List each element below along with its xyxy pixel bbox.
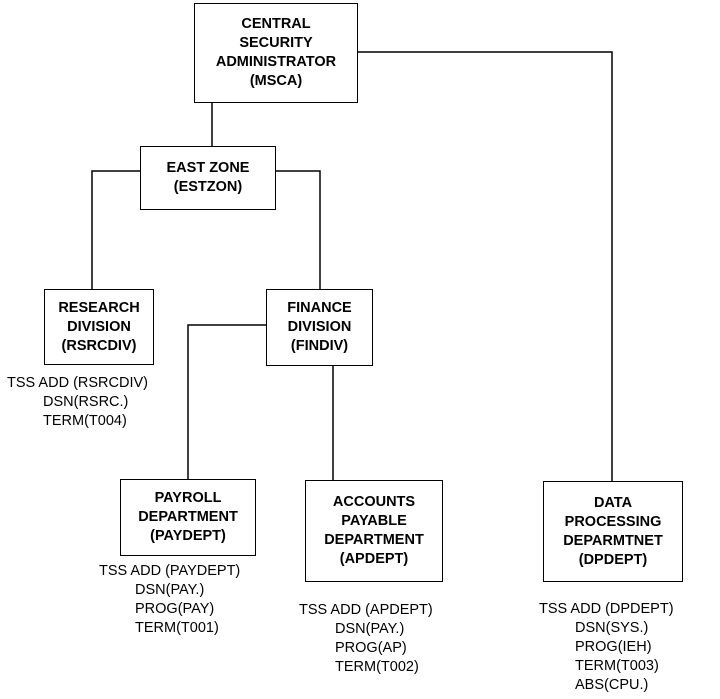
command-line: ABS(CPU.) [575,677,649,693]
command-line: DSN(RSRC.) [43,394,129,410]
node-apdept: ACCOUNTS PAYABLE DEPARTMENT (APDEPT) [305,480,443,582]
node-label: SECURITY [239,35,313,51]
command-line: TERM(T001) [135,620,219,636]
node-label: DIVISION [67,318,131,335]
node-label: DEPARTMENT [138,509,238,525]
command-line: PROG(AP) [335,640,407,656]
command-line: TSS ADD (APDEPT) [299,602,433,618]
commands-dpdept: TSS ADD (DPDEPT) DSN(SYS.) PROG(IEH) TER… [539,600,674,695]
connector-estzon-findiv [276,170,321,289]
node-label: DIVISION [287,319,352,335]
command-line: TSS ADD (DPDEPT) [539,601,674,617]
node-label: (ESTZON) [173,179,243,195]
node-label: CENTRAL [241,16,311,32]
command-line: TERM(T002) [335,659,419,675]
node-estzon: EAST ZONE (ESTZON) [140,146,276,210]
node-label: PAYABLE [341,513,407,529]
node-label: (FINDIV) [290,338,349,354]
node-findiv: FINANCE DIVISION (FINDIV) [266,289,373,366]
node-label: (APDEPT) [339,551,409,567]
node-label: DATA [593,494,633,511]
node-paydept: PAYROLL DEPARTMENT (PAYDEPT) [120,479,256,556]
node-msca: CENTRAL SECURITY ADMINISTRATOR (MSCA) [194,3,358,103]
node-label: ADMINISTRATOR [215,54,337,70]
node-label: EAST ZONE [166,160,250,176]
node-rsrcdiv: RESEARCH DIVISION (RSRCDIV) [44,289,154,365]
command-line: DSN(PAY.) [135,582,205,598]
command-line: DSN(SYS.) [575,620,649,636]
command-line: TERM(T003) [575,658,659,674]
node-dpdept: DATA PROCESSING DEPARMTNET (DPDEPT) [543,481,683,582]
node-label: (DPDEPT) [578,551,648,568]
commands-paydept: TSS ADD (PAYDEPT) DSN(PAY.) PROG(PAY) TE… [99,562,240,638]
node-label: (RSRCDIV) [61,337,137,354]
command-line: TERM(T004) [43,413,127,429]
command-line: PROG(PAY) [135,601,215,617]
command-line: DSN(PAY.) [335,621,405,637]
node-label: FINANCE [287,300,352,316]
node-label: DEPARMTNET [563,532,663,549]
node-label: PROCESSING [564,513,662,530]
connector-msca-dpdept [358,51,613,481]
node-label: ACCOUNTS [332,494,416,510]
node-label: DEPARTMENT [324,532,424,548]
commands-apdept: TSS ADD (APDEPT) DSN(PAY.) PROG(AP) TERM… [299,601,433,677]
command-line: TSS ADD (RSRCDIV) [7,375,148,391]
command-line: PROG(IEH) [575,639,652,655]
command-line: TSS ADD (PAYDEPT) [99,563,241,579]
connector-findiv-paydept [187,324,266,479]
node-label: (PAYDEPT) [150,528,226,544]
node-label: PAYROLL [154,490,222,506]
node-label: RESEARCH [58,299,140,316]
node-label: (MSCA) [249,73,303,89]
commands-rsrcdiv: TSS ADD (RSRCDIV) DSN(RSRC.) TERM(T004) [7,374,148,431]
connector-estzon-rsrcdiv [91,170,140,289]
